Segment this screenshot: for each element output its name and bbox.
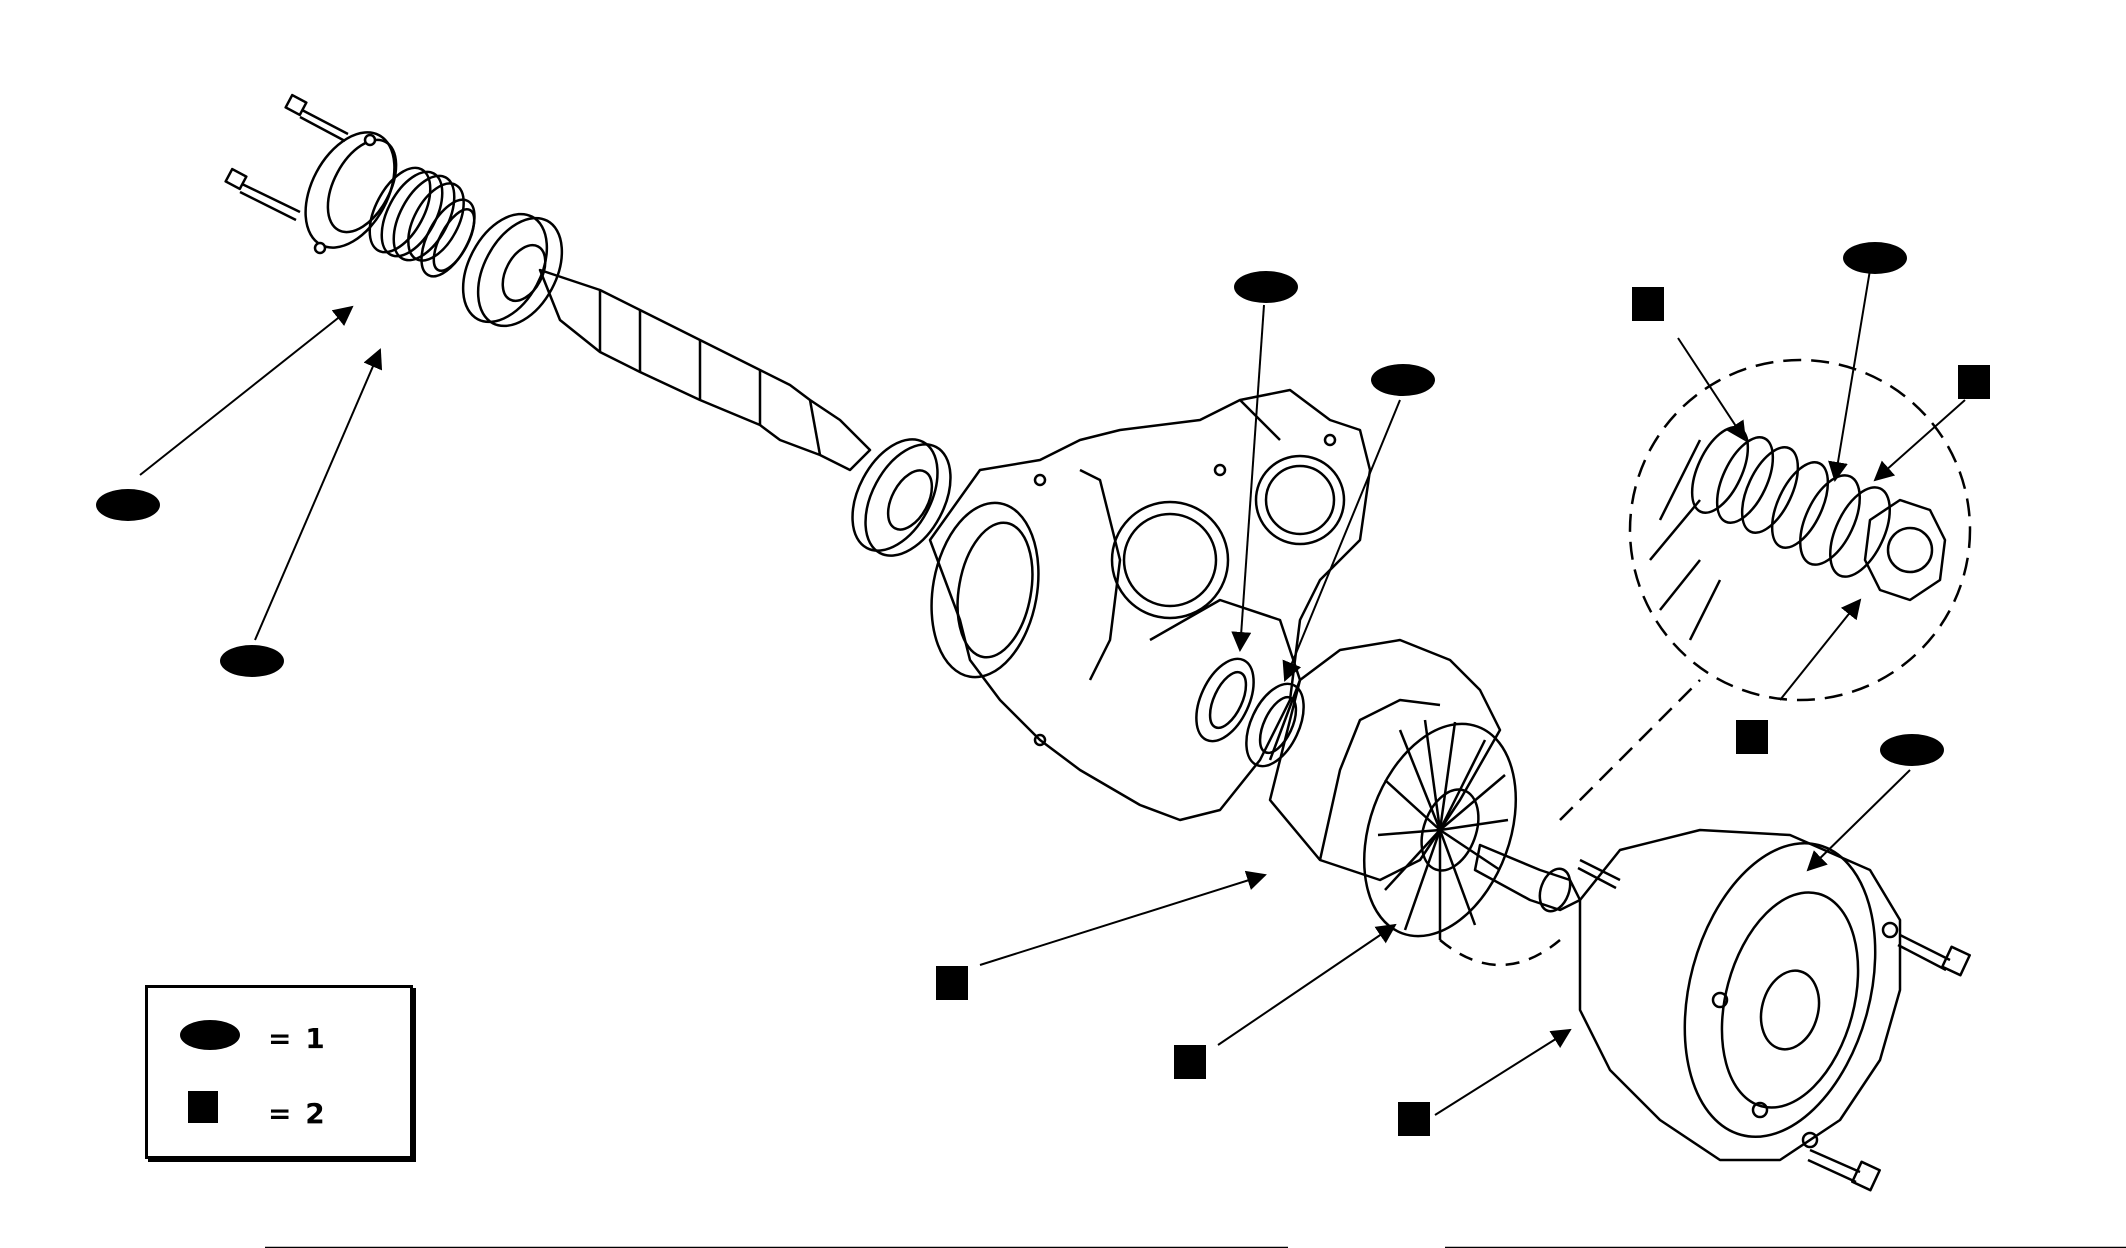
legend-square-label: = 2 xyxy=(268,1097,327,1130)
o-ring xyxy=(420,198,476,278)
flange-bolt-upper xyxy=(284,93,349,143)
marker-ellipse-right xyxy=(1880,734,1944,766)
end-cover-bolt-lower xyxy=(1807,1148,1881,1192)
seal-ring-b xyxy=(1245,682,1305,768)
marker-square-fan xyxy=(1174,1045,1206,1079)
end-cover-right xyxy=(1578,828,1902,1162)
fan-hub-nut xyxy=(1473,843,1582,913)
legend: = 1 = 2 xyxy=(145,985,413,1159)
leader-square-shroud xyxy=(979,870,1267,966)
leader-square-fan xyxy=(1217,923,1397,1046)
detail-spring-assembly xyxy=(1690,426,1891,578)
marker-square-cover xyxy=(1398,1102,1430,1136)
marker-square-inset-1 xyxy=(1632,287,1664,321)
legend-ellipse-label: = 1 xyxy=(268,1022,327,1055)
leader-housing-ellipse-1 xyxy=(1231,304,1265,652)
flange-bolt-lower xyxy=(224,167,301,222)
detail-leader-arc xyxy=(1439,939,1561,967)
leader-inset-square-2 xyxy=(1873,399,1966,482)
marker-ellipse-inset xyxy=(1843,242,1907,274)
leader-right-ellipse xyxy=(1806,769,1911,872)
end-cover-flange xyxy=(304,131,398,255)
legend-row-square: = 2 xyxy=(148,1083,410,1143)
leader-inset-ellipse xyxy=(1828,269,1871,482)
marker-square-inset-3 xyxy=(1736,720,1768,754)
small-screw xyxy=(1577,858,1621,890)
leader-square-cover xyxy=(1434,1028,1572,1116)
leader-housing-ellipse-2 xyxy=(1282,399,1401,682)
marker-square-inset-2 xyxy=(1958,365,1990,399)
legend-row-ellipse: = 1 xyxy=(148,1008,410,1068)
detail-fan-blades xyxy=(1649,439,1722,641)
marker-ellipse-left-1 xyxy=(96,489,160,521)
end-cover-bolt-upper xyxy=(1897,933,1971,977)
bearing-center xyxy=(851,438,952,557)
spring xyxy=(368,166,465,262)
leader-left-ellipse-2 xyxy=(254,348,383,641)
leader-inset-square-3 xyxy=(1779,598,1862,701)
marker-ellipse-housing-1 xyxy=(1234,271,1298,303)
marker-ellipse-left-2 xyxy=(220,645,284,677)
leader-inset-square-1 xyxy=(1677,337,1747,442)
legend-ellipse-symbol xyxy=(180,1020,240,1050)
fan-shroud xyxy=(1268,638,1502,882)
seal-ring-a xyxy=(1195,657,1255,743)
cooling-fan xyxy=(1362,719,1518,940)
legend-square-symbol xyxy=(188,1091,218,1123)
leader-left-ellipse-1 xyxy=(139,305,354,476)
bearing-left xyxy=(461,212,564,328)
detail-callout-circle xyxy=(1628,358,1972,702)
detail-leader-line xyxy=(1559,679,1701,821)
detail-nut xyxy=(1863,498,1947,602)
marker-square-shroud xyxy=(936,966,968,1000)
main-housing xyxy=(928,388,1372,822)
main-shaft xyxy=(538,268,872,472)
marker-ellipse-housing-2 xyxy=(1371,364,1435,396)
